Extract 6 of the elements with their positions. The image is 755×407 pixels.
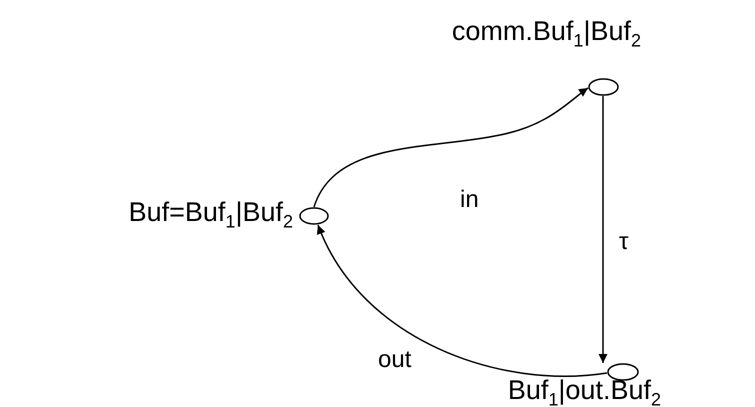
state-label: Buf$_{1}$|out.Buf$_{2}$ [508,375,661,407]
transition-arrow [317,224,608,377]
state-label: Buf=Buf$_{1}$|Buf$_{2}$ [128,197,293,232]
transition-arrow [598,96,608,363]
state-label: comm.Buf$_{1}$|Buf$_{2}$ [452,16,641,52]
transition-arrow [313,87,588,208]
